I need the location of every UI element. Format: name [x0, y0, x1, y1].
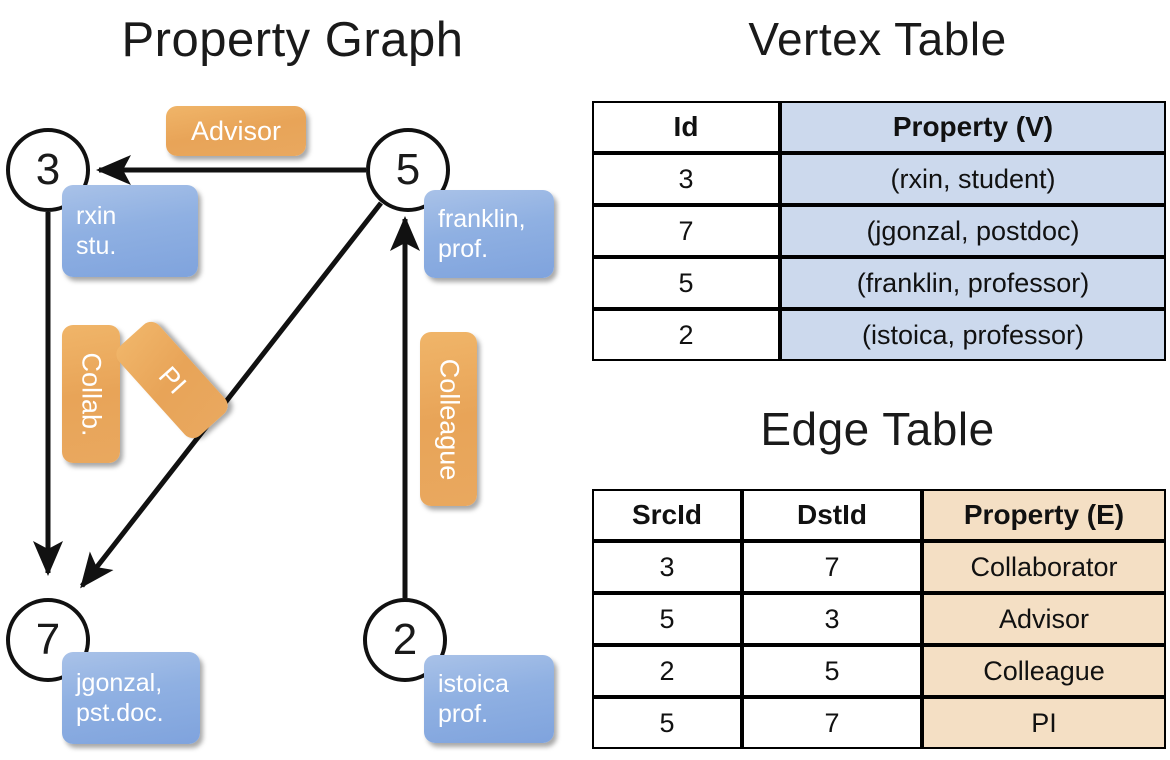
node-property-box-istoica[interactable]: istoica prof.	[424, 655, 554, 743]
node-property-line-1: jgonzal,	[76, 668, 163, 697]
node-property-line-1: istoica	[438, 669, 509, 698]
table-row: 5 7 PI	[592, 697, 1166, 749]
edge-property-cell: Advisor	[922, 593, 1166, 645]
edge-srcid-cell: 3	[592, 541, 742, 593]
node-property-box-jgonzal[interactable]: jgonzal, pst.doc.	[62, 652, 200, 744]
edge-table-header-dstid: DstId	[742, 489, 922, 541]
vertex-id-cell: 3	[592, 153, 780, 205]
edge-property-cell: Collaborator	[922, 541, 1166, 593]
node-property-box-rxin[interactable]: rxin stu.	[62, 185, 198, 277]
vertex-property-cell: (jgonzal, postdoc)	[780, 205, 1166, 257]
edge-table-header-srcid: SrcId	[592, 489, 742, 541]
edge-label-badge-collab[interactable]: Collab.	[62, 325, 120, 463]
edge-dstid-cell: 3	[742, 593, 922, 645]
node-property-line-2: stu.	[76, 232, 117, 260]
node-property-line-1: franklin,	[438, 204, 526, 233]
table-row: 3 (rxin, student)	[592, 153, 1166, 205]
edge-label-text-advisor: Advisor	[190, 115, 282, 146]
vertex-table: Id Property (V) 3 (rxin, student) 7 (jgo…	[592, 101, 1166, 361]
vertex-table-header-id: Id	[592, 101, 780, 153]
table-header-row: Id Property (V)	[592, 101, 1166, 153]
edge-table-header-property: Property (E)	[922, 489, 1166, 541]
graph-node-5-label: 5	[395, 145, 421, 194]
graph-node-2[interactable]: 2	[363, 598, 447, 682]
vertex-id-cell: 2	[592, 309, 780, 361]
table-header-row: SrcId DstId Property (E)	[592, 489, 1166, 541]
vertex-id-cell: 7	[592, 205, 780, 257]
vertex-property-cell: (rxin, student)	[780, 153, 1166, 205]
edge-label-text-pi: PI	[152, 360, 193, 400]
edge-dstid-cell: 5	[742, 645, 922, 697]
page-title-edge-table: Edge Table	[760, 403, 995, 455]
edge-dstid-cell: 7	[742, 541, 922, 593]
vertex-table-header-property: Property (V)	[780, 101, 1166, 153]
node-property-box-franklin[interactable]: franklin, prof.	[424, 190, 554, 278]
vertex-property-cell: (franklin, professor)	[780, 257, 1166, 309]
graph-node-2-label: 2	[392, 615, 418, 664]
edge-property-cell: Colleague	[922, 645, 1166, 697]
vertex-property-cell: (istoica, professor)	[780, 309, 1166, 361]
edge-property-cell: PI	[922, 697, 1166, 749]
graph-node-7-label: 7	[35, 615, 61, 664]
graph-edges-layer	[33, 155, 420, 598]
node-property-line-2: pst.doc.	[76, 699, 164, 727]
edge-5-to-7-pi	[80, 201, 383, 589]
graph-node-5[interactable]: 5	[366, 128, 450, 212]
page-title-vertex-table: Vertex Table	[748, 13, 1007, 65]
graph-node-3-label: 3	[35, 145, 61, 194]
table-row: 7 (jgonzal, postdoc)	[592, 205, 1166, 257]
table-row: 5 3 Advisor	[592, 593, 1166, 645]
edge-srcid-cell: 5	[592, 697, 742, 749]
edge-label-badge-colleague[interactable]: Colleague	[420, 332, 477, 506]
edge-dstid-cell: 7	[742, 697, 922, 749]
table-row: 2 5 Colleague	[592, 645, 1166, 697]
node-property-line-2: prof.	[438, 235, 489, 263]
property-graph-diagram: 3 5 7 2 rxin stu. franklin, prof. jgonza…	[6, 106, 554, 744]
table-row: 5 (franklin, professor)	[592, 257, 1166, 309]
node-property-line-1: rxin	[76, 201, 117, 230]
edge-label-badge-advisor[interactable]: Advisor	[166, 106, 306, 156]
edge-label-text-colleague: Colleague	[434, 358, 464, 480]
edge-label-text-collab: Collab.	[76, 351, 107, 437]
edge-srcid-cell: 5	[592, 593, 742, 645]
table-row: 3 7 Collaborator	[592, 541, 1166, 593]
node-property-line-2: prof.	[438, 700, 489, 728]
table-row: 2 (istoica, professor)	[592, 309, 1166, 361]
edge-srcid-cell: 2	[592, 645, 742, 697]
page-title-property-graph: Property Graph	[121, 13, 464, 67]
edge-table: SrcId DstId Property (E) 3 7 Collaborato…	[592, 489, 1166, 749]
vertex-id-cell: 5	[592, 257, 780, 309]
